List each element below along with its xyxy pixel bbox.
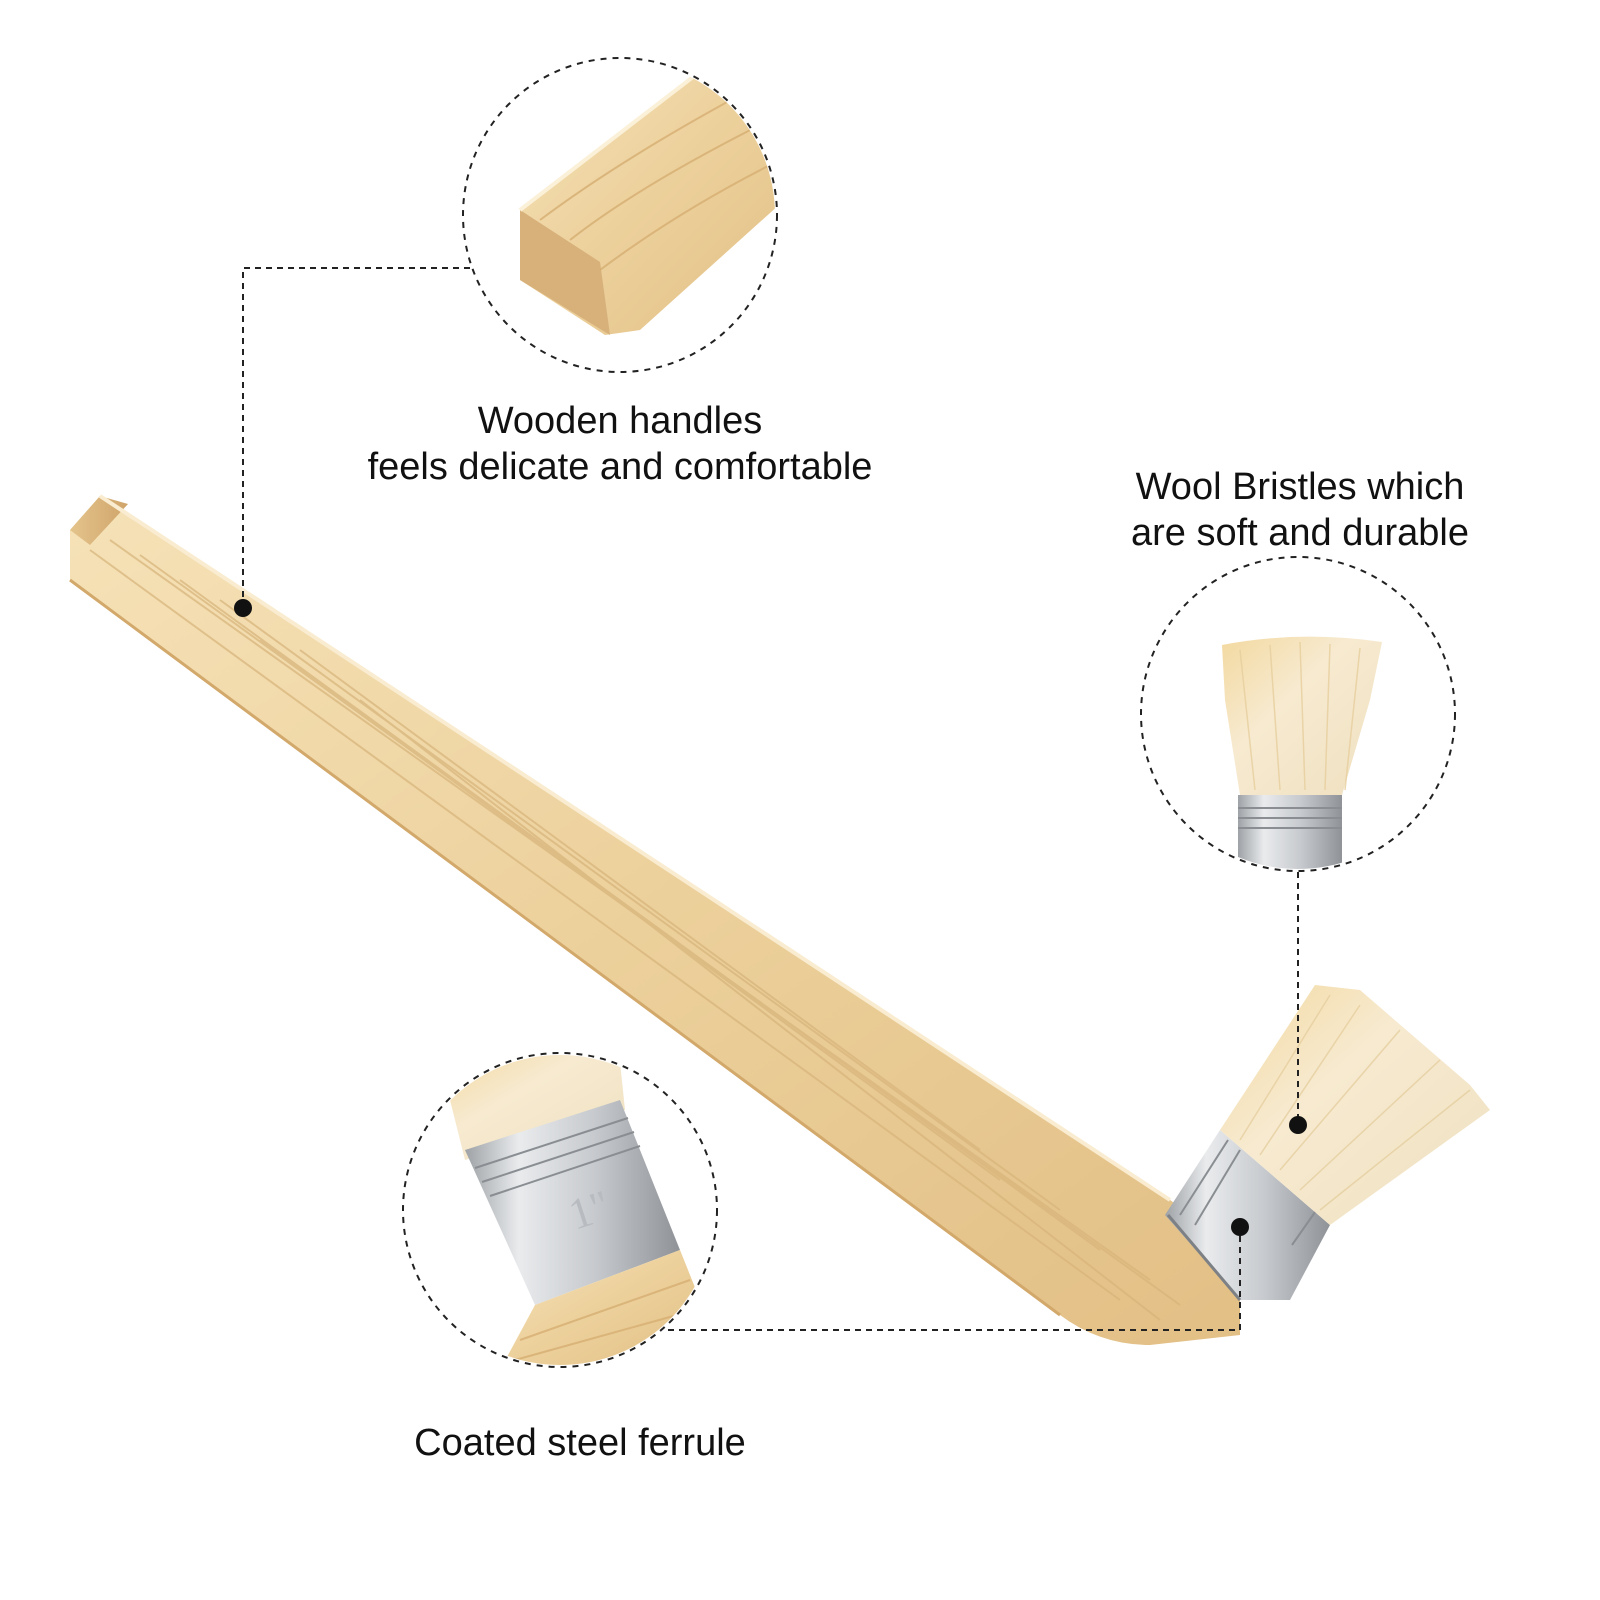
brush-ferrule bbox=[1165, 1130, 1330, 1301]
handle-caption-line1: Wooden handles bbox=[477, 400, 763, 442]
bristles-caption-line2: are soft and durable bbox=[1130, 512, 1469, 554]
callout-dot-icon bbox=[1231, 1218, 1249, 1236]
bristles-caption: Wool Bristles which are soft and durable bbox=[1110, 464, 1490, 556]
dashed-leader-line bbox=[668, 1230, 1241, 1331]
ferrule-caption-line1: Coated steel ferrule bbox=[414, 1422, 746, 1464]
handle-caption: Wooden handles feels delicate and comfor… bbox=[310, 398, 930, 490]
brush-bristles bbox=[1220, 985, 1490, 1225]
ferrule-caption: Coated steel ferrule bbox=[380, 1420, 780, 1466]
handle-caption-line2: feels delicate and comfortable bbox=[367, 446, 873, 488]
bristles-zoom-callout bbox=[1140, 556, 1456, 1134]
brush-handle bbox=[70, 496, 1240, 1345]
dashed-leader-line bbox=[242, 267, 470, 605]
callout-dot-icon bbox=[1289, 1116, 1307, 1134]
bristles-caption-line1: Wool Bristles which bbox=[1135, 466, 1465, 508]
callout-dot-icon bbox=[234, 599, 252, 617]
handle-zoom-callout bbox=[234, 57, 778, 617]
ferrule-zoom-callout: 1" bbox=[402, 1052, 1249, 1368]
main-brush bbox=[69, 494, 1490, 1345]
